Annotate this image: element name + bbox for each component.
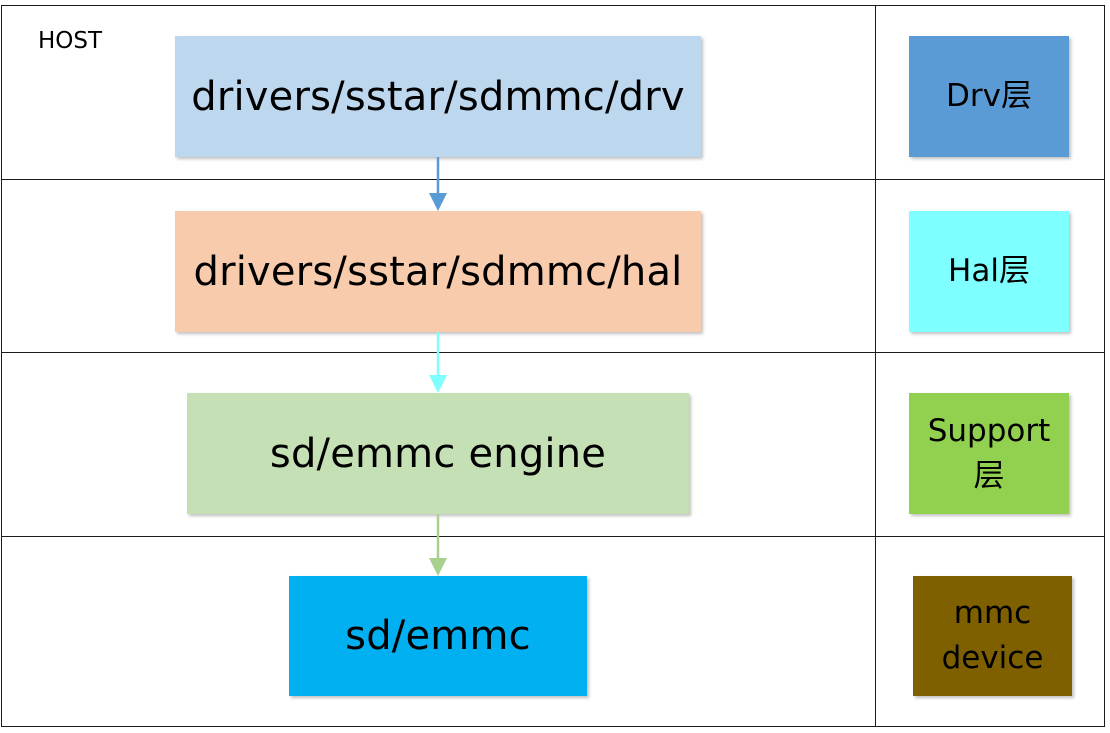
- hal-path-box: drivers/sstar/sdmmc/hal: [175, 211, 701, 332]
- grid-row-divider-3: [1, 536, 1105, 537]
- mmc-device-box: mmc device: [913, 576, 1072, 696]
- engine-box: sd/emmc engine: [187, 393, 689, 514]
- grid-row-divider-1: [1, 179, 1105, 180]
- support-layer-label-line1: Support: [927, 412, 1051, 449]
- grid-column-divider: [875, 5, 876, 727]
- drv-path-box: drivers/sstar/sdmmc/drv: [175, 36, 701, 157]
- support-layer-box: Support 层: [909, 393, 1069, 514]
- grid-bottom-border: [1, 726, 1105, 727]
- hal-layer-box: Hal层: [909, 211, 1069, 332]
- drv-layer-label: Drv层: [946, 78, 1032, 115]
- mmc-device-label-line2: device: [941, 640, 1044, 676]
- arrow-drv-to-hal: [429, 157, 447, 211]
- sd-emmc-box: sd/emmc: [289, 576, 587, 696]
- grid-right-border: [1104, 5, 1105, 727]
- hal-path-label: drivers/sstar/sdmmc/hal: [193, 248, 683, 295]
- arrow-hal-to-engine: [429, 332, 447, 393]
- drv-path-label: drivers/sstar/sdmmc/drv: [191, 73, 685, 120]
- grid-row-divider-2: [1, 352, 1105, 353]
- mmc-device-label-line1: mmc: [953, 595, 1032, 632]
- host-label: HOST: [38, 28, 103, 54]
- drv-layer-box: Drv层: [909, 36, 1069, 157]
- support-layer-label-line2: 层: [973, 457, 1005, 494]
- sd-emmc-label: sd/emmc: [345, 613, 531, 659]
- grid-top-border: [1, 5, 1105, 6]
- engine-label: sd/emmc engine: [269, 430, 607, 477]
- arrow-engine-to-sd-emmc: [429, 514, 447, 576]
- grid-left-border: [1, 5, 2, 727]
- hal-layer-label: Hal层: [948, 253, 1030, 290]
